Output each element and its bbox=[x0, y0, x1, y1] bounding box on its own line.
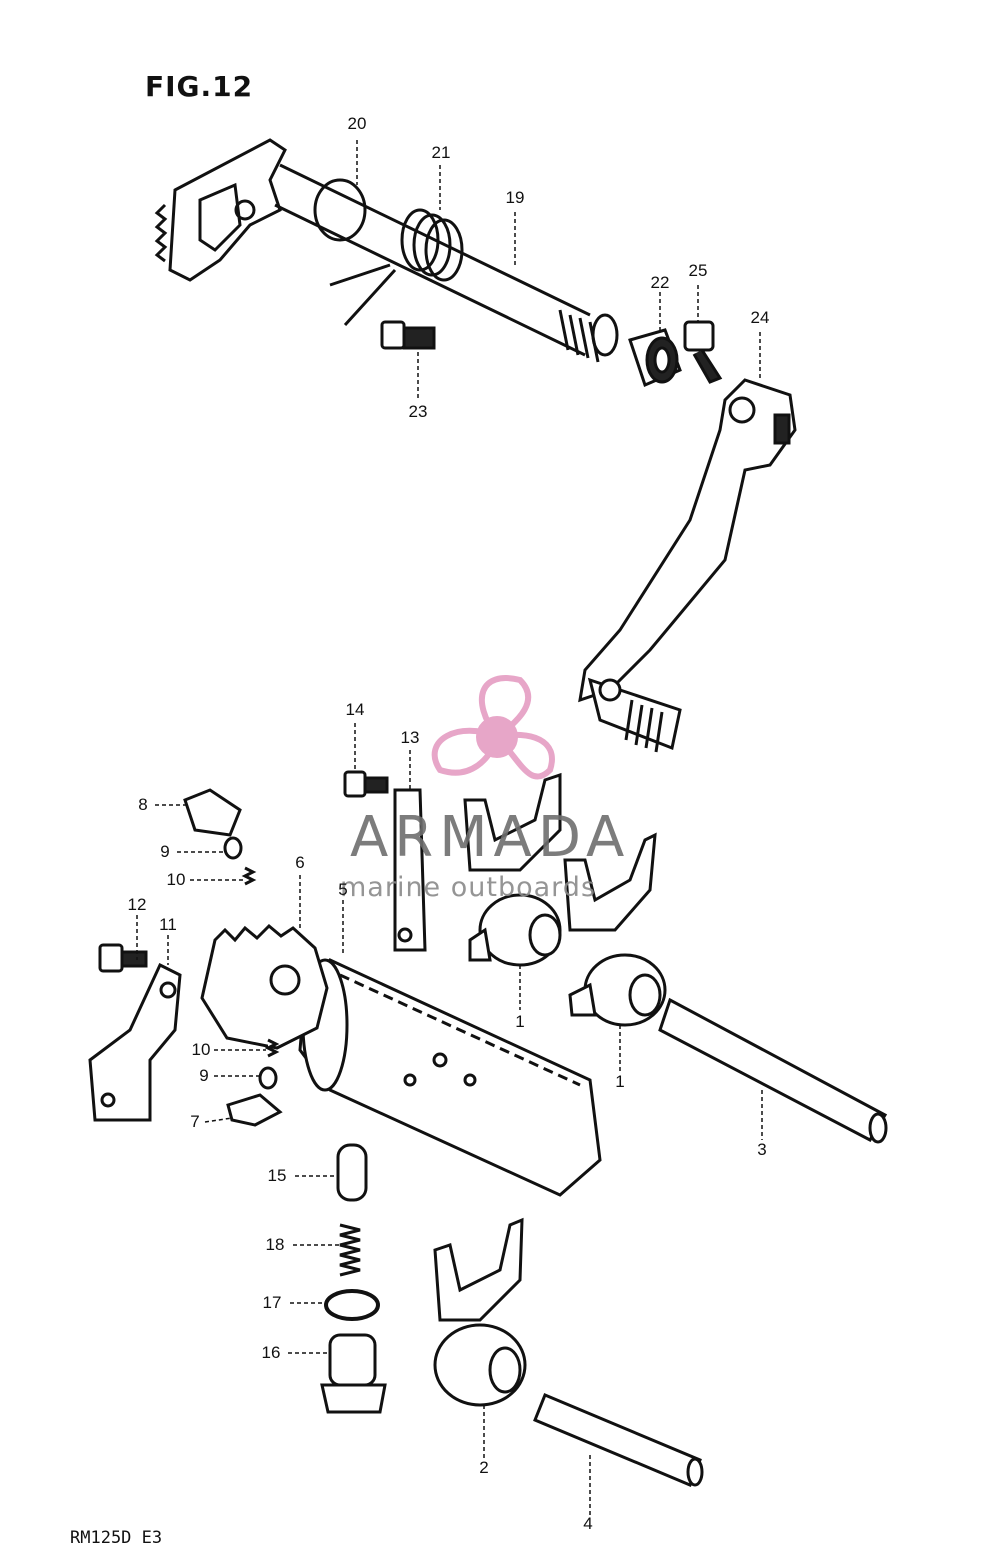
part-label: 18 bbox=[265, 1235, 285, 1254]
fork-shaft-4 bbox=[533, 1393, 704, 1487]
spring-18 bbox=[339, 1223, 361, 1277]
part-label: 16 bbox=[261, 1343, 281, 1362]
propeller-icon bbox=[431, 675, 555, 780]
part-label: 20 bbox=[347, 114, 367, 133]
return-spring bbox=[329, 208, 464, 327]
part-label: 19 bbox=[505, 188, 525, 207]
figure-title: FIG.12 bbox=[145, 70, 254, 103]
part-label: 10 bbox=[191, 1040, 211, 1059]
part-label: 13 bbox=[400, 728, 420, 747]
part-label: 9 bbox=[199, 1066, 209, 1085]
part-label: 23 bbox=[408, 402, 428, 421]
stopper-plate bbox=[88, 962, 182, 1122]
part-label: 2 bbox=[479, 1458, 489, 1477]
part-label: 8 bbox=[138, 795, 148, 814]
part-label: 25 bbox=[688, 261, 708, 280]
pin-plate bbox=[393, 788, 427, 952]
model-code: RM125D E3 bbox=[70, 1528, 163, 1548]
part-label: 1 bbox=[515, 1012, 525, 1031]
small-parts-lower bbox=[226, 1038, 283, 1127]
shift-fork-2 bbox=[433, 1217, 527, 1407]
oil-seal bbox=[628, 328, 682, 388]
part-label: 6 bbox=[295, 853, 305, 872]
part-label: 15 bbox=[267, 1166, 287, 1185]
bolt-12 bbox=[98, 943, 148, 973]
shift-fork-1b bbox=[563, 832, 667, 1027]
part-label: 17 bbox=[262, 1293, 282, 1312]
part-label: 12 bbox=[127, 895, 147, 914]
plug-16 bbox=[320, 1333, 387, 1414]
washer-17 bbox=[324, 1289, 380, 1321]
part-label: 9 bbox=[160, 842, 170, 861]
watermark-brand: ARMADA bbox=[350, 805, 631, 870]
shift-fork-1a bbox=[463, 772, 562, 967]
shift-cam-plate bbox=[200, 923, 329, 1050]
part-label: 22 bbox=[650, 273, 670, 292]
part-label: 1 bbox=[615, 1072, 625, 1091]
part-label: 24 bbox=[750, 308, 770, 327]
gearshift-lever bbox=[578, 378, 797, 753]
part-label: 11 bbox=[159, 915, 177, 934]
watermark-tagline: marine outboards bbox=[340, 872, 597, 903]
bolt-23 bbox=[380, 320, 436, 350]
gear-shift-shaft bbox=[154, 138, 619, 363]
small-parts-upper bbox=[183, 788, 257, 886]
neutral-pin bbox=[336, 1143, 368, 1202]
leader-lines bbox=[136, 140, 763, 1515]
part-label: 14 bbox=[345, 700, 365, 719]
bolt-25 bbox=[683, 320, 723, 384]
bolt-14 bbox=[343, 770, 389, 798]
part-label: 21 bbox=[431, 143, 451, 162]
part-label: 7 bbox=[190, 1112, 200, 1131]
part-label: 4 bbox=[583, 1514, 593, 1533]
fork-shaft-3 bbox=[658, 997, 888, 1144]
part-label: 3 bbox=[757, 1140, 767, 1159]
part-label: 10 bbox=[166, 870, 186, 889]
part-label: 5 bbox=[338, 880, 348, 899]
